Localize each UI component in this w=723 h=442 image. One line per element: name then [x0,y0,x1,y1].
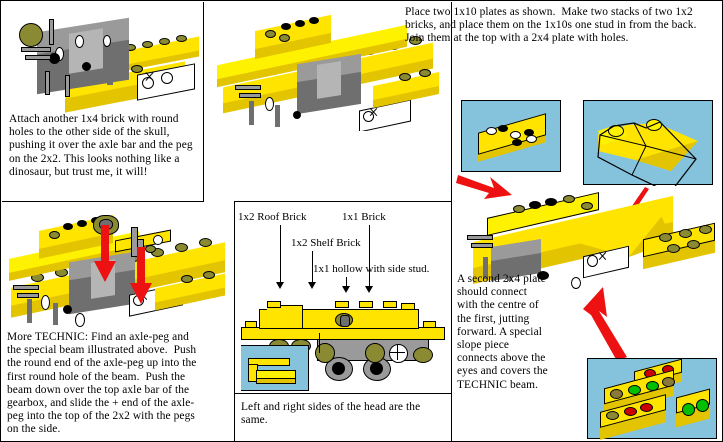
arrow-down-red-left [94,225,116,282]
label-1x2-roof-brick: 1x2 Roof Brick [238,211,307,223]
caption-technic-step: More TECHNIC: Find an axle-peg and the s… [7,331,200,436]
arrow-down-red-right [130,247,152,304]
arrow-right-red-plate [456,175,512,199]
art-skull-assembly [9,9,199,117]
pointer-head-shelf [308,282,316,289]
pointer-head-roof [276,282,284,289]
plate-2x4-with-holes-detail [461,100,561,172]
divider-vertical-top-left [203,2,204,201]
arrow-up-red-bricks [583,287,627,361]
art-technic-assembly [5,209,233,327]
divider-vertical-right [451,2,452,442]
divider-vertical-mid [234,201,235,442]
divider-horizontal-mid [234,201,452,202]
caption-skull-step: Attach another 1x4 brick with round hole… [9,113,196,178]
label-1x2-shelf-brick: 1x2 Shelf Brick [291,237,361,249]
slope-piece-detail [583,100,713,186]
divider-horizontal-left [2,201,204,202]
caption-plates-instruction: Place two 1x10 plates as shown. Make two… [405,6,703,45]
caption-head-sides: Left and right sides of the head are the… [241,401,424,427]
art-plates-assembly [213,13,443,131]
pointer-line-shelf [312,251,313,283]
pointer-head-hollow [365,286,373,293]
shelf-brick-detail-box [241,345,309,391]
label-1x1-brick: 1x1 Brick [342,211,386,223]
label-1x1-hollow: 1x1 hollow with side stud. [313,263,430,275]
caption-slope-plate-step: A second 2x4 plate should connect with t… [457,273,551,391]
divider-horizontal-midcap [234,393,452,394]
pointer-line-hollow [369,225,370,287]
art-head-with-slope-assembly [459,189,721,289]
pointer-line-roof [280,225,281,283]
art-head-side-view [241,289,449,393]
coloured-bricks-detail [587,358,717,440]
pointer-line-1x1 [346,277,347,287]
pointer-head-1x1 [342,286,350,293]
